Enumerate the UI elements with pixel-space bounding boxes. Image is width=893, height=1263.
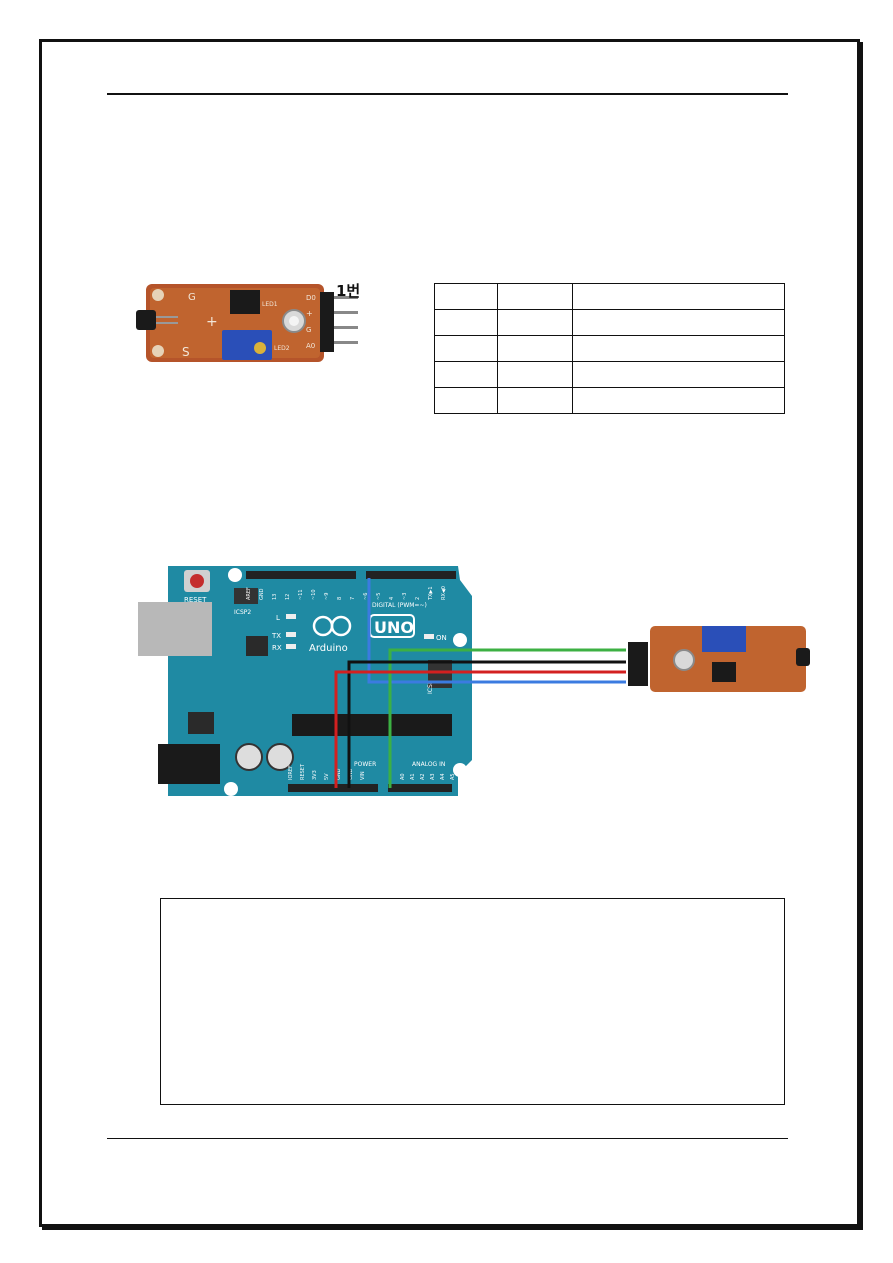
- silk-label: D0: [306, 294, 316, 302]
- pin-label: 5V: [324, 773, 330, 780]
- wiring-diagram: RESET ICSP2 L TX RX Arduino UNO ON DIGIT…: [138, 566, 810, 796]
- sensor-module: [628, 626, 810, 692]
- silk-label: +: [306, 309, 313, 318]
- pin-label: A5: [450, 773, 456, 780]
- pin-label: 8: [337, 597, 343, 600]
- pin-label: 7: [350, 597, 356, 600]
- analog-wire: [388, 648, 626, 788]
- pin-label: ~3: [402, 593, 408, 600]
- table-row: [434, 309, 785, 336]
- power-pin-labels: IOREF RESET 3V3 5V GND GND VIN: [288, 763, 366, 780]
- pin-label: RESET: [300, 763, 306, 780]
- pin-label: ~11: [298, 589, 304, 600]
- pin-label: GND: [259, 588, 265, 600]
- arduino-board: [168, 566, 472, 796]
- pin-label: ~5: [376, 593, 382, 600]
- uno-label: UNO: [374, 618, 414, 637]
- top-pin-labels: AREF GND 13 12 ~11 ~10 ~9 8 7 ~6 ~5 4 ~3 2 TX▶1 RX◀0: [246, 586, 447, 601]
- silk-label: G: [306, 326, 311, 334]
- table-row: [434, 361, 785, 388]
- svg-text:RESET: RESET: [184, 596, 207, 604]
- signal-wire: [367, 578, 626, 684]
- pin-label: 2: [415, 597, 421, 600]
- pin-label: ~9: [324, 593, 330, 600]
- pin-label: VIN: [360, 771, 366, 780]
- pin-label: 3V3: [312, 770, 318, 780]
- svg-text:ANALOG IN: ANALOG IN: [412, 761, 445, 768]
- pin-label: ~6: [363, 593, 369, 600]
- pin-label: AREF: [246, 587, 252, 600]
- arduino-logo-text: Arduino: [309, 643, 348, 654]
- silk-label: +: [206, 314, 218, 330]
- silk-label: G: [188, 292, 196, 303]
- table-row: [434, 335, 785, 362]
- pin-label: IOREF: [288, 765, 294, 780]
- svg-text:RX: RX: [272, 644, 282, 652]
- power-wire: [334, 670, 626, 788]
- pin-table: [434, 283, 785, 414]
- pin-label: GND: [336, 768, 342, 780]
- header-rule: [107, 93, 788, 95]
- pin-one-label: 1번: [336, 282, 361, 300]
- silk-label: A0: [306, 342, 315, 350]
- code-box: [160, 898, 785, 1105]
- pin-label: TX▶1: [428, 586, 434, 601]
- microcontroller-chip: [292, 714, 452, 736]
- svg-text:ICSP2: ICSP2: [234, 609, 251, 616]
- table-row: [434, 283, 785, 310]
- pin-label: A2: [420, 773, 426, 780]
- pin-label: A3: [430, 773, 436, 780]
- svg-text:L: L: [276, 614, 280, 622]
- table-row: [434, 387, 785, 414]
- svg-text:ON: ON: [436, 634, 447, 642]
- pin-label: ~10: [311, 589, 317, 600]
- ground-wire: [347, 660, 626, 788]
- pin-label: RX◀0: [441, 586, 447, 600]
- svg-text:ICSP: ICSP: [427, 680, 434, 694]
- pin-label: A0: [400, 773, 406, 780]
- pin-label: 4: [389, 597, 395, 600]
- footer-rule: [107, 1138, 788, 1139]
- sensor-module-photo: S G + D0 + G A0 LED1 LED2: [136, 284, 358, 362]
- svg-text:TX: TX: [271, 632, 281, 640]
- pin-label: 12: [285, 594, 291, 600]
- usb-port: [138, 602, 212, 656]
- pin-label: GND: [348, 768, 354, 780]
- pin-label: A1: [410, 773, 416, 780]
- svg-text:POWER: POWER: [354, 761, 376, 768]
- silk-label: LED1: [262, 301, 278, 308]
- silk-label: S: [182, 345, 190, 359]
- analog-pin-labels: A0 A1 A2 A3 A4 A5: [400, 773, 456, 780]
- pin-label: 13: [272, 594, 278, 600]
- svg-text:DIGITAL (PWM=~): DIGITAL (PWM=~): [372, 602, 427, 609]
- silk-label: LED2: [274, 345, 290, 352]
- pin-label: A4: [440, 773, 446, 780]
- power-jack: [158, 744, 220, 784]
- page-border: [39, 39, 860, 1227]
